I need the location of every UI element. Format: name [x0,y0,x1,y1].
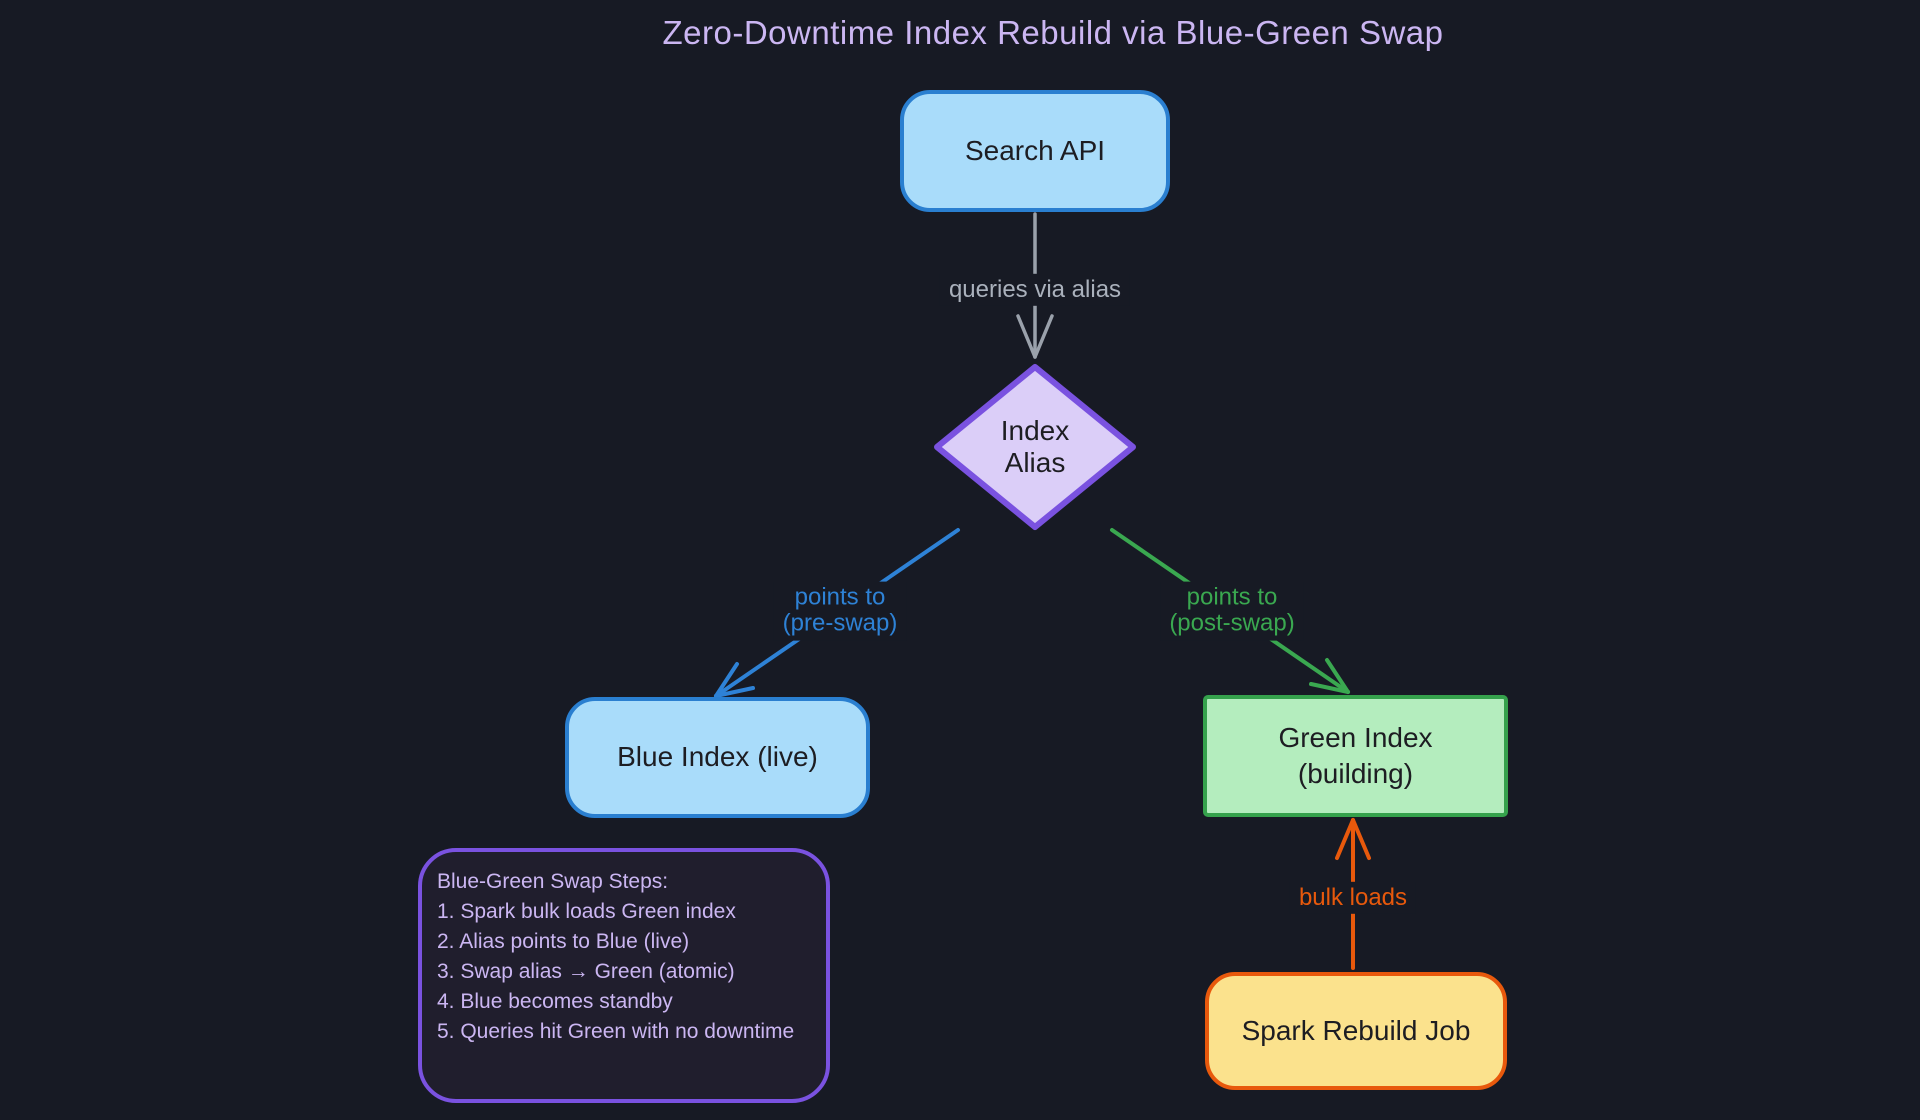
note-swap-steps: Blue-Green Swap Steps: 1. Spark bulk loa… [418,848,830,1103]
node-search-api: Search API [900,90,1170,212]
node-spark-rebuild-job: Spark Rebuild Job [1205,972,1507,1090]
edge-label-bulk-loads: bulk loads [1289,881,1417,915]
node-green-index-label-line1: Green Index [1278,721,1433,753]
note-line: 5. Queries hit Green with no downtime [437,1020,795,1043]
note-line: 2. Alias points to Blue (live) [437,930,690,953]
edge-label-post-swap-line2: (post-swap) [1169,610,1295,637]
node-spark-rebuild-job-label: Spark Rebuild Job [1241,1014,1471,1046]
edge-label-queries-via-alias: queries via alias [939,273,1131,307]
edge-label-post-swap-line1: points to [1186,583,1278,611]
edge-label-points-to-post-swap: points to (post-swap) [1160,581,1304,641]
node-index-alias: Index Alias [928,358,1142,536]
edge-label-points-to-pre-swap: points to (pre-swap) [773,581,907,641]
note-line: 3. Swap alias → Green (atomic) [437,960,735,983]
node-index-alias-label-line2: Alias [1004,447,1066,478]
node-green-index-label-line2: (building) [1297,758,1414,789]
diagram-title: Zero-Downtime Index Rebuild via Blue-Gre… [662,14,1444,51]
note-line: 1. Spark bulk loads Green index [437,900,736,923]
node-index-alias-shape [934,364,1136,530]
node-green-index: Green Index (building) [1203,695,1508,817]
edge-label-pre-swap-line1: points to [794,583,886,611]
node-index-alias-label-line1: Index [1000,414,1070,446]
node-blue-index: Blue Index (live) [565,697,870,818]
node-blue-index-label: Blue Index (live) [617,741,818,773]
note-line: 4. Blue becomes standby [437,990,673,1013]
note-line: Blue-Green Swap Steps: [437,870,669,893]
node-search-api-label: Search API [964,134,1106,166]
edge-label-pre-swap-line2: (pre-swap) [782,610,898,637]
